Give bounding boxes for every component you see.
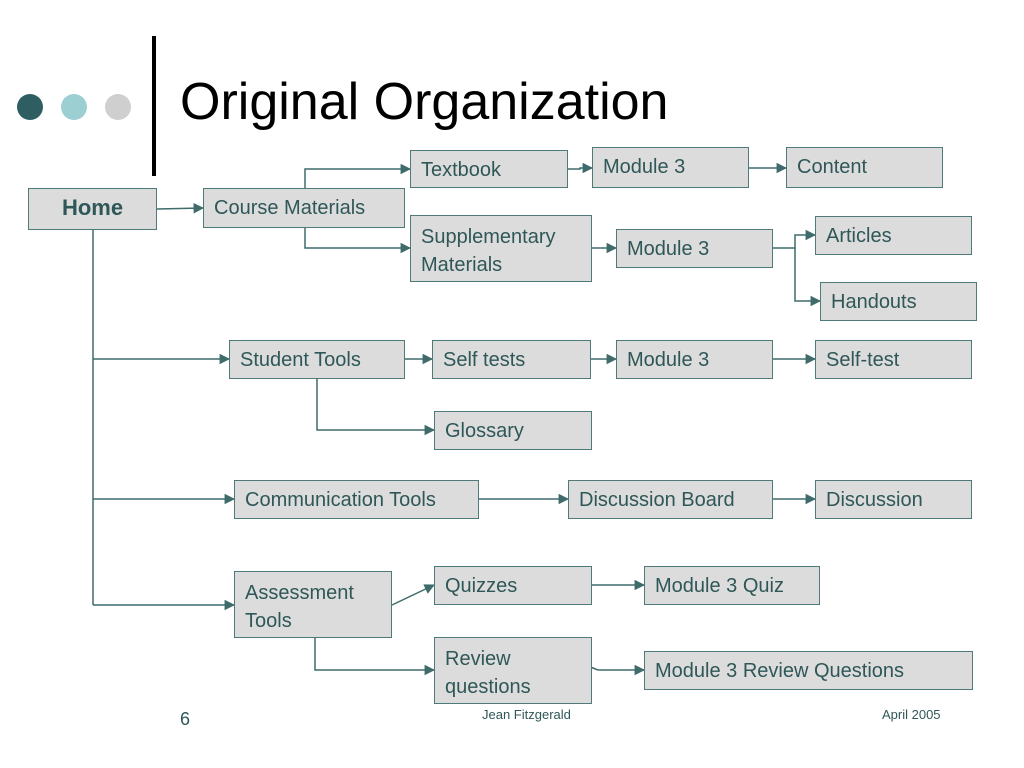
- arrow-module-handouts: [794, 248, 822, 307]
- node-handouts: Handouts: [820, 282, 977, 321]
- slide-title: Original Organization: [180, 73, 669, 131]
- footer-author: Jean Fitzgerald: [482, 707, 571, 722]
- node-review-questions: Review questions: [434, 637, 592, 704]
- node-discussion: Discussion: [815, 480, 972, 519]
- node-self-tests: Self tests: [432, 340, 591, 379]
- node-glossary: Glossary: [434, 411, 592, 450]
- arrow-course-textbook: [304, 163, 412, 188]
- node-home: Home: [28, 188, 157, 230]
- node-module3-quiz: Module 3 Quiz: [644, 566, 820, 605]
- node-textbook: Textbook: [410, 150, 568, 188]
- node-communication-tools: Communication Tools: [234, 480, 479, 519]
- node-quizzes: Quizzes: [434, 566, 592, 605]
- node-assessment-tools: Assessment Tools: [234, 571, 392, 638]
- arrow-course-supplementary: [304, 228, 412, 254]
- arrow-student-glossary: [316, 379, 436, 436]
- node-supplementary-module3: Module 3: [616, 229, 773, 268]
- node-selftests-module3: Module 3: [616, 340, 773, 379]
- slide-number: 6: [180, 709, 191, 729]
- arrow-textbook-module: [568, 162, 594, 174]
- bullet-dot-dark: [17, 94, 43, 120]
- node-discussion-board: Discussion Board: [568, 480, 773, 519]
- node-module3-review-questions: Module 3 Review Questions: [644, 651, 973, 690]
- node-student-tools: Student Tools: [229, 340, 405, 379]
- node-self-test: Self-test: [815, 340, 972, 379]
- bullet-dot-teal: [61, 94, 87, 120]
- footer-date: April 2005: [882, 707, 941, 722]
- node-content: Content: [786, 147, 943, 188]
- arrow-assessment-quizzes: [391, 584, 435, 606]
- node-supplementary-materials: Supplementary Materials: [410, 215, 592, 282]
- node-articles: Articles: [815, 216, 972, 255]
- node-course-materials: Course Materials: [203, 188, 405, 228]
- title-divider: [152, 36, 156, 176]
- arrow-home-course: [156, 202, 205, 214]
- node-textbook-module3: Module 3: [592, 147, 749, 188]
- bullet-dot-gray: [105, 94, 131, 120]
- arrow-module-articles: [773, 229, 817, 249]
- arrow-assessment-review: [314, 638, 436, 676]
